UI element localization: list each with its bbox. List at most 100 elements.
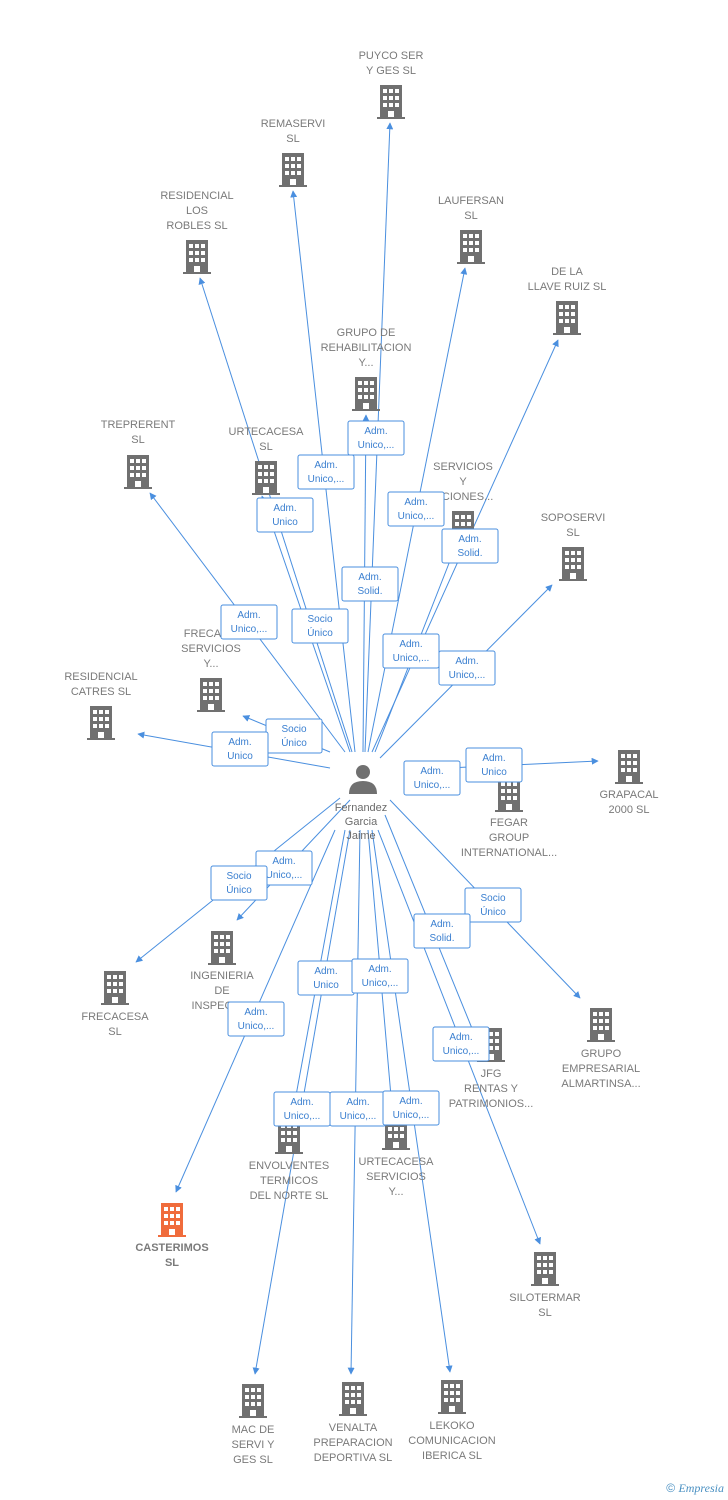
company-label: SL — [165, 1257, 179, 1269]
company-label: RENTAS Y — [464, 1083, 519, 1095]
company-node-ingenieria[interactable]: INGENIERIADEINSPECCI... — [190, 931, 254, 1012]
role-badge[interactable]: Adm.Solid. — [441, 528, 499, 564]
role-badge-text: Unico,... — [393, 1110, 430, 1121]
role-badge-text: Adm. — [358, 572, 381, 583]
company-label: GRAPACAL — [599, 789, 658, 801]
role-badge[interactable]: Adm.Unico — [297, 960, 355, 996]
role-badge[interactable]: Adm. Unico,... — [432, 1026, 490, 1062]
role-badge[interactable]: Adm.Unico,... — [351, 958, 409, 994]
role-badge[interactable]: Adm.Unico,... — [273, 1091, 331, 1127]
role-badge-text: Unico,... — [443, 1046, 480, 1057]
role-badge[interactable]: Adm. Unico,... — [227, 1001, 285, 1037]
company-label: LOS — [186, 205, 208, 217]
company-node-urtecacesa-servicios[interactable]: URTECACESASERVICIOSY... — [359, 1116, 435, 1198]
role-badge[interactable]: Adm.Unico — [465, 747, 523, 783]
role-badge-text: Unico,... — [340, 1111, 377, 1122]
role-badge[interactable]: Adm.Unico,... — [438, 650, 496, 686]
role-badge-text: Único — [307, 626, 333, 639]
role-badge[interactable]: Adm.Unico — [256, 497, 314, 533]
role-badge-text: Adm. — [272, 856, 295, 867]
role-badge-text: Unico — [227, 751, 253, 762]
company-label: DE — [214, 985, 229, 997]
role-badge-text: Unico,... — [398, 511, 435, 522]
building-icon — [252, 461, 280, 495]
building-icon — [531, 1252, 559, 1286]
role-badge-text: Unico,... — [393, 653, 430, 664]
role-badge[interactable]: Adm. Unico,... — [297, 454, 355, 490]
role-badge-box — [227, 1001, 285, 1037]
building-icon — [208, 931, 236, 965]
building-icon — [101, 971, 129, 1005]
building-icon — [377, 85, 405, 119]
role-badge[interactable]: Adm.Unico,... — [403, 760, 461, 796]
company-node-servicios-y[interactable]: SERVICIOSY...CIONES... — [433, 461, 494, 545]
building-icon — [559, 547, 587, 581]
company-label: SERVI Y — [231, 1439, 275, 1451]
role-badge-text: Adm. — [314, 460, 337, 471]
role-badge-text: Único — [480, 905, 506, 918]
company-node-frecacesa-servicios[interactable]: FRECAC...SERVICIOSY... — [181, 628, 241, 712]
role-badge-text: Adm. — [244, 1007, 267, 1018]
edges-layer — [135, 122, 599, 1375]
role-badge[interactable]: Adm.Unico,... — [220, 604, 278, 640]
company-node-grupo-empresarial[interactable]: GRUPOEMPRESARIALALMARTINSA... — [561, 1008, 641, 1090]
company-label: SERVICIOS — [366, 1171, 426, 1183]
company-label: COMUNICACION — [408, 1435, 495, 1447]
role-badge-text: Unico,... — [238, 1021, 275, 1032]
role-badge-text: Adm. — [273, 503, 296, 514]
role-badge-box — [441, 528, 499, 564]
person-icon — [349, 765, 377, 794]
role-badge[interactable]: Adm.Unico,... — [347, 420, 405, 456]
role-badge-text: Adm. — [346, 1097, 369, 1108]
role-badge[interactable]: Adm.Unico,... — [387, 491, 445, 527]
company-label: LEKOKO — [429, 1420, 475, 1432]
role-badge-box — [465, 747, 523, 783]
role-badge[interactable]: Adm.Unico,... — [382, 633, 440, 669]
center-person[interactable]: Fernandez Garcia Jaime — [335, 765, 388, 842]
role-badge-text: Unico,... — [308, 474, 345, 485]
role-badge[interactable]: Adm.Solid. — [341, 566, 399, 602]
role-badge[interactable]: Adm. Unico,... — [329, 1091, 387, 1127]
company-node-grupo-rehab[interactable]: GRUPO DEREHABILITACIONY... — [321, 327, 412, 411]
role-badge-text: Adm. — [449, 1032, 472, 1043]
company-label: CATRES SL — [71, 686, 131, 698]
building-icon — [352, 377, 380, 411]
role-badge[interactable]: Adm.Unico — [211, 731, 269, 767]
role-badge-box — [291, 608, 349, 644]
role-badge-text: Socio — [307, 614, 332, 625]
role-badge-text: Adm. — [290, 1097, 313, 1108]
footer-brand[interactable]: © Empresia — [666, 1481, 724, 1496]
company-label: Y GES SL — [366, 65, 416, 77]
company-node-fegar[interactable]: FEGARGROUPINTERNATIONAL... — [461, 778, 557, 859]
company-label: ENVOLVENTES — [249, 1160, 330, 1172]
role-badge-text: Solid. — [429, 933, 454, 944]
company-label: DEPORTIVA SL — [314, 1452, 392, 1464]
role-badge[interactable]: Adm.Unico,... — [382, 1090, 440, 1126]
role-badge-text: Único — [226, 883, 252, 896]
role-badge-box — [382, 633, 440, 669]
role-badge[interactable]: Adm.Solid. — [413, 913, 471, 949]
